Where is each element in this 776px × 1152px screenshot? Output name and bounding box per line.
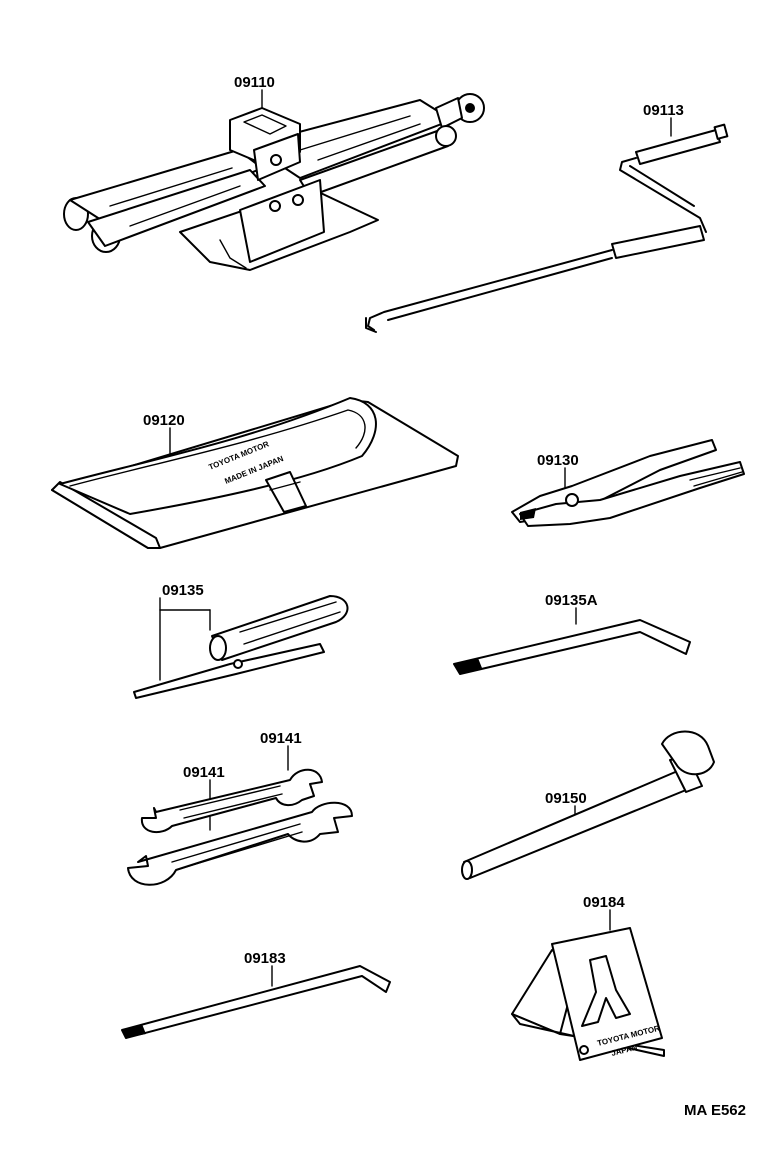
jack-drawing	[63, 89, 485, 271]
label-09183: 09183	[244, 950, 286, 967]
label-09141-upper: 09141	[260, 730, 302, 747]
screwdriver-bar-drawing	[453, 607, 691, 675]
wrenches-drawing	[127, 745, 353, 886]
label-09141-lower: 09141	[183, 764, 225, 781]
tool-bag-drawing: TOYOTA MOTOR MADE IN JAPAN	[51, 397, 459, 549]
label-09135: 09135	[162, 582, 204, 599]
label-09135a: 09135A	[545, 592, 598, 609]
jack-handle-drawing	[365, 117, 729, 333]
wheel-chock-drawing: TOYOTA MOTOR JAPAN	[511, 909, 665, 1061]
label-09110: 09110	[234, 74, 275, 91]
label-09130: 09130	[537, 452, 579, 469]
label-09113: 09113	[643, 102, 684, 119]
label-09184: 09184	[583, 894, 625, 911]
pliers-drawing	[511, 439, 745, 527]
pry-bar-drawing	[121, 965, 391, 1039]
diagram-code: MA E562	[684, 1102, 746, 1119]
label-09150: 09150	[545, 790, 587, 807]
screwdriver-drawing	[133, 595, 349, 699]
label-09120: 09120	[143, 412, 185, 429]
lug-wrench-drawing	[461, 730, 715, 880]
